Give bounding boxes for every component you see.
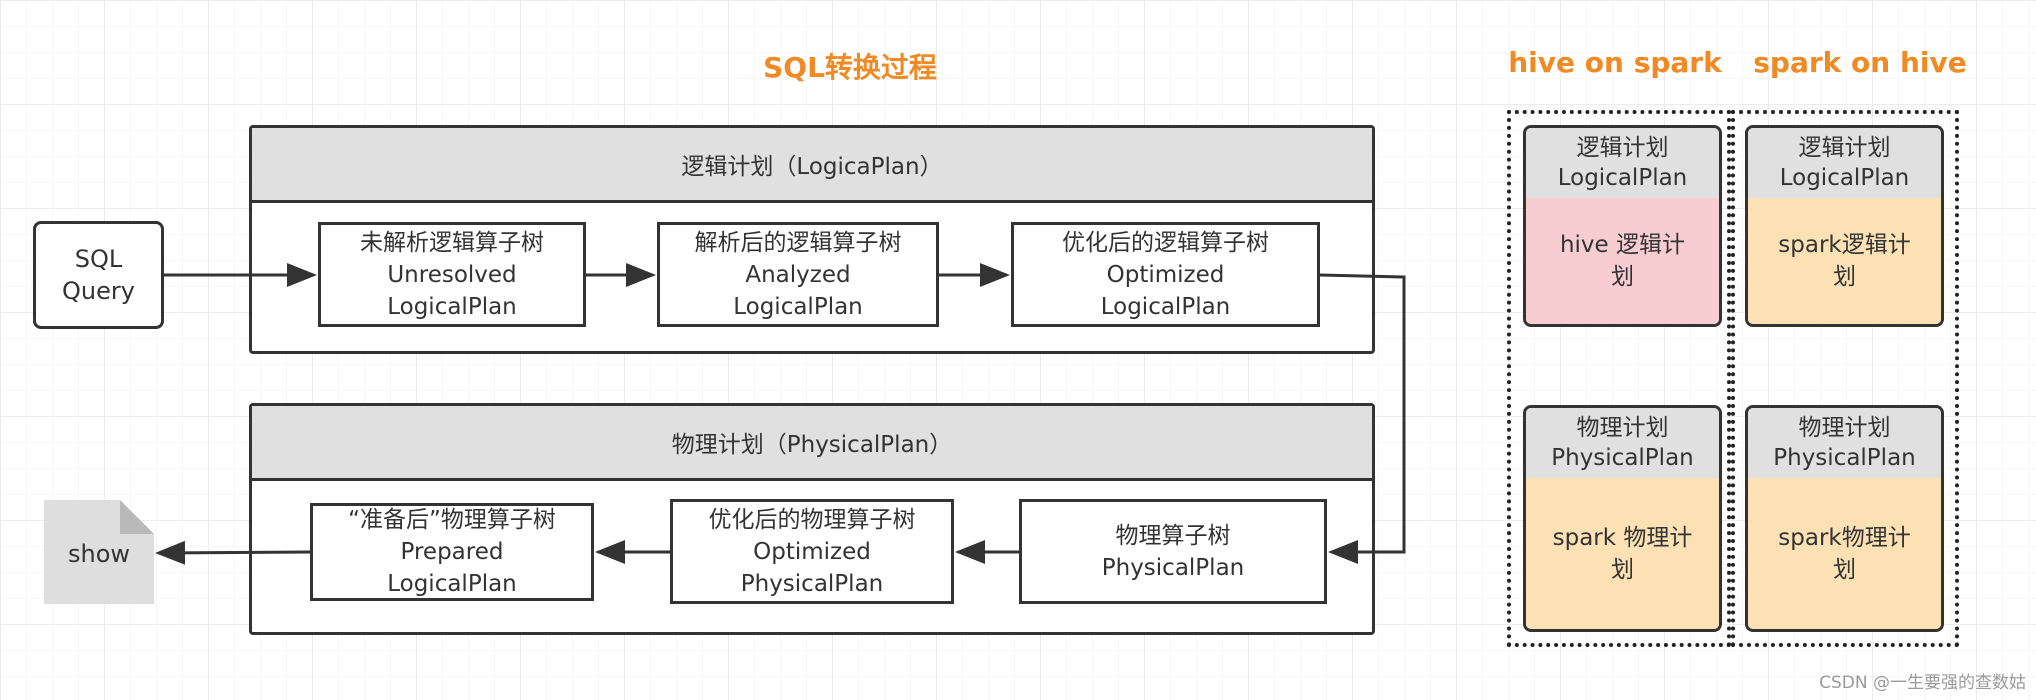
card-body-line: hive 逻辑计 (1559, 232, 1686, 258)
spark-on-hive-logical-card: 逻辑计划 LogicalPlan spark逻辑计 划 (1745, 125, 1944, 327)
physical-plan-header: 物理计划（PhysicalPlan） (252, 406, 1372, 481)
card-header-line: LogicalPlan (1779, 165, 1910, 191)
card-body-line: 划 (1611, 556, 1634, 583)
node-line: Unresolved (387, 261, 517, 288)
node-line: PhysicalPlan (1101, 554, 1245, 581)
node-line: LogicalPlan (387, 571, 517, 597)
card-body-line: spark 物理计 (1552, 524, 1693, 551)
node-line: Optimized (753, 538, 871, 565)
sql-query-line2: Query (62, 277, 135, 305)
card-body: spark 物理计 划 (1526, 478, 1719, 629)
node-line: Prepared (400, 539, 504, 565)
card-header-line: 物理计划 (1798, 415, 1891, 441)
physical-plan-node: 物理算子树 PhysicalPlan (1019, 499, 1327, 604)
card-header-line: 逻辑计划 (1798, 135, 1891, 161)
hive-on-spark-container (1507, 110, 1731, 647)
card-body-line: spark逻辑计 (1778, 232, 1911, 258)
card-header: 物理计划 PhysicalPlan (1526, 408, 1719, 481)
card-body-line: spark物理计 (1778, 524, 1911, 551)
node-line: 解析后的逻辑算子树 (694, 229, 902, 256)
node-line: Optimized (1106, 261, 1225, 288)
node-line: LogicalPlan (733, 293, 863, 320)
spark-on-hive-container (1731, 110, 1959, 647)
card-body-line: 划 (1833, 556, 1856, 583)
unresolved-logical-plan-node: 未解析逻辑算子树 Unresolved LogicalPlan (318, 222, 586, 327)
show-label: show (67, 540, 131, 568)
node-line: 优化后的物理算子树 (708, 506, 916, 533)
node-line: 未解析逻辑算子树 (360, 229, 544, 256)
spark-on-hive-title: spark on hive (1753, 46, 1967, 79)
sql-query-node: SQL Query (33, 221, 164, 329)
prepared-physical-plan-node: “准备后”物理算子树 Prepared LogicalPlan (310, 503, 594, 601)
node-line: 物理算子树 (1115, 522, 1231, 549)
card-body-line: 划 (1833, 264, 1856, 290)
spark-on-hive-physical-card: 物理计划 PhysicalPlan spark物理计 划 (1745, 405, 1944, 632)
card-header-line: 物理计划 (1576, 415, 1669, 441)
node-line: PhysicalPlan (740, 570, 884, 597)
analyzed-logical-plan-node: 解析后的逻辑算子树 Analyzed LogicalPlan (657, 222, 939, 327)
card-header-line: PhysicalPlan (1773, 445, 1916, 471)
hive-on-spark-logical-card: 逻辑计划 LogicalPlan hive 逻辑计 划 (1523, 125, 1722, 327)
node-line: 优化后的逻辑算子树 (1062, 229, 1269, 256)
card-body: spark物理计 划 (1748, 478, 1941, 629)
watermark: CSDN @一生要强的查数姑 (1819, 673, 2026, 693)
card-header-line: LogicalPlan (1557, 165, 1688, 191)
optimized-physical-plan-node: 优化后的物理算子树 Optimized PhysicalPlan (670, 499, 954, 604)
logical-plan-header: 逻辑计划（LogicaPlan） (252, 128, 1372, 203)
card-body: hive 逻辑计 划 (1526, 198, 1719, 324)
hive-on-spark-title: hive on spark (1508, 46, 1722, 79)
show-document-icon (44, 500, 154, 604)
card-header: 逻辑计划 LogicalPlan (1526, 128, 1719, 201)
card-header-line: PhysicalPlan (1551, 445, 1694, 471)
diagram-title: SQL转换过程 (763, 51, 937, 84)
card-header-line: 逻辑计划 (1576, 135, 1669, 161)
sql-query-line1: SQL (74, 245, 123, 273)
card-header: 物理计划 PhysicalPlan (1748, 408, 1941, 481)
card-body: spark逻辑计 划 (1748, 198, 1941, 324)
node-line: LogicalPlan (387, 293, 517, 320)
node-line: “准备后”物理算子树 (348, 507, 556, 533)
node-line: Analyzed (745, 261, 851, 288)
hive-on-spark-physical-card: 物理计划 PhysicalPlan spark 物理计 划 (1523, 405, 1722, 632)
optimized-logical-plan-node: 优化后的逻辑算子树 Optimized LogicalPlan (1011, 222, 1320, 327)
node-line: LogicalPlan (1100, 293, 1231, 320)
card-header: 逻辑计划 LogicalPlan (1748, 128, 1941, 201)
card-body-line: 划 (1611, 264, 1634, 290)
